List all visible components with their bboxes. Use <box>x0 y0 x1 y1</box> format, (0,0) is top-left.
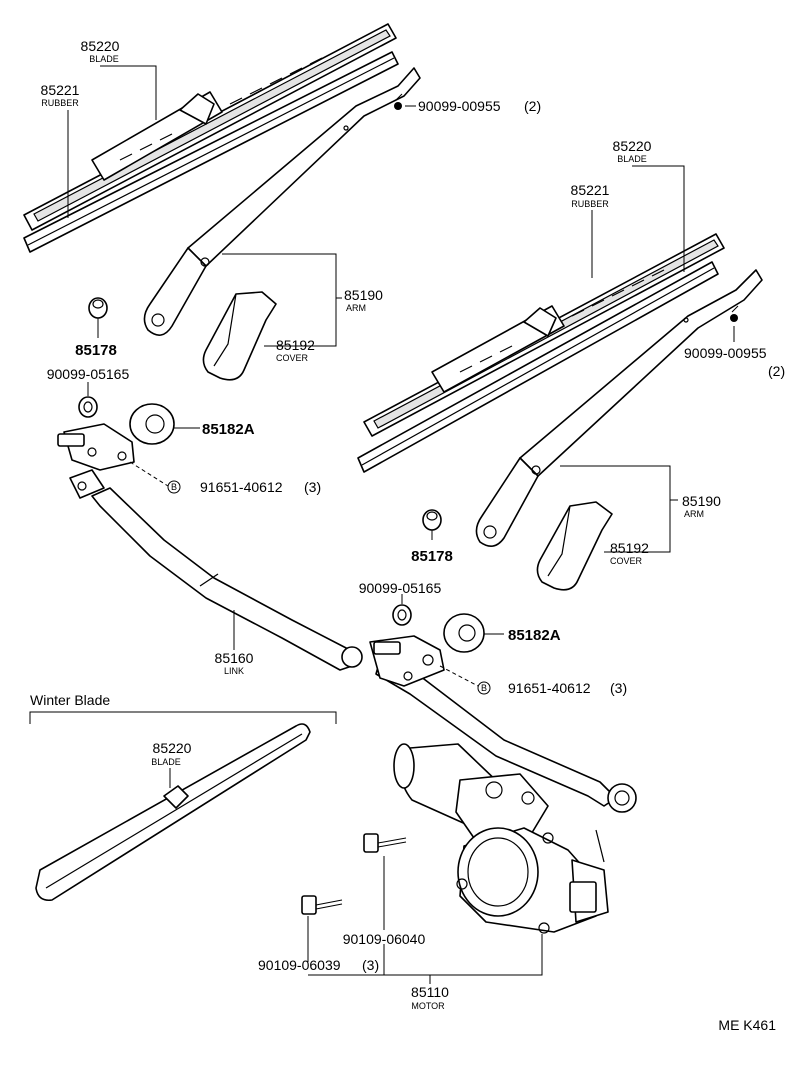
part-name: ARM <box>346 303 366 313</box>
part-number: 85190 <box>682 493 721 509</box>
left-arm-screw <box>394 93 403 110</box>
right-pivot <box>369 635 445 687</box>
label-bolt-left: B 91651-40612 (3) <box>167 479 321 495</box>
winter-blade-group <box>29 711 337 902</box>
label-bolt-right: B 91651-40612 (3) <box>477 680 627 696</box>
part-number: 85220 <box>81 38 120 54</box>
part-number: 85221 <box>41 82 80 98</box>
part-name: BLADE <box>89 54 119 64</box>
label-cover-left: 85192 COVER <box>276 337 315 363</box>
bolt-circle-letter: B <box>481 683 487 693</box>
leader-lines <box>67 65 735 984</box>
label-rubber-right: 85221 RUBBER <box>571 182 610 209</box>
part-number: 85220 <box>153 740 192 756</box>
part-number: 90109-06039 <box>258 957 341 973</box>
label-blade-right: 85220 BLADE <box>613 138 652 164</box>
part-quantity: (2) <box>524 98 541 114</box>
left-wiper-arm <box>143 67 421 336</box>
part-number: 91651-40612 <box>200 479 283 495</box>
part-quantity: (2) <box>768 363 785 379</box>
label-seal-left: 85182A <box>202 421 255 438</box>
part-number: 85192 <box>276 337 315 353</box>
part-quantity: (3) <box>362 957 379 973</box>
label-winter-blade: 85220 BLADE <box>151 740 191 767</box>
label-motor-bolt-b: 90109-06039 (3) <box>258 957 379 973</box>
link-end-bushing <box>607 783 637 813</box>
part-name: MOTOR <box>411 1001 445 1011</box>
label-seal-right: 85182A <box>508 627 561 644</box>
label-motor-bolt-a: 90109-06040 <box>343 931 426 947</box>
motor-bolt-a <box>363 833 407 853</box>
left-wiper-blade <box>23 23 397 231</box>
label-arm-right: 85190 ARM <box>682 493 721 519</box>
left-washer <box>78 396 98 418</box>
label-screw-right: 90099-00955 (2) <box>684 345 785 379</box>
part-name: COVER <box>610 556 643 566</box>
right-arm-nut <box>422 509 442 531</box>
left-arm-nut <box>88 297 108 319</box>
part-number: 85190 <box>344 287 383 303</box>
part-name: BLADE <box>617 154 647 164</box>
right-washer <box>392 604 412 626</box>
right-wiper-arm <box>475 269 763 547</box>
right-wiper-blade <box>363 233 725 437</box>
part-quantity: (3) <box>304 479 321 495</box>
part-number: 90099-00955 <box>684 345 767 361</box>
label-nut-right: 85178 <box>411 548 453 565</box>
part-name: COVER <box>276 353 309 363</box>
label-nut-left: 85178 <box>75 342 117 359</box>
right-arm-cover <box>536 501 613 591</box>
part-name: ARM <box>684 509 704 519</box>
left-pivot <box>57 423 135 499</box>
label-screw-left: 90099-00955 (2) <box>418 98 541 114</box>
part-number: 85110 <box>411 984 449 1000</box>
part-number: 85221 <box>571 182 610 198</box>
wiper-link-rod <box>91 487 617 807</box>
label-washer-right: 90099-05165 <box>359 580 442 596</box>
part-number: 91651-40612 <box>508 680 591 696</box>
label-motor: 85110 MOTOR <box>411 984 449 1011</box>
label-arm-left: 85190 ARM <box>344 287 383 313</box>
label-rubber-left: 85221 RUBBER <box>41 82 80 108</box>
motor-bolt-b <box>301 895 343 915</box>
part-number: 85220 <box>613 138 652 154</box>
label-cover-right: 85192 COVER <box>610 540 649 566</box>
part-name: RUBBER <box>41 98 79 108</box>
label-blade-left: 85220 BLADE <box>81 38 120 64</box>
drawing-code: ME K461 <box>718 1017 776 1033</box>
part-quantity: (3) <box>610 680 627 696</box>
bolt-circle-letter: B <box>171 482 177 492</box>
right-wiper-rubber <box>357 261 719 473</box>
part-number: 85192 <box>610 540 649 556</box>
part-name: RUBBER <box>571 199 609 209</box>
label-link: 85160 LINK <box>215 650 254 676</box>
left-seal <box>129 403 175 445</box>
winter-blade-title: Winter Blade <box>30 692 110 708</box>
right-arm-screw <box>730 305 739 322</box>
right-seal <box>443 613 485 653</box>
part-number: 90099-00955 <box>418 98 501 114</box>
part-name: BLADE <box>151 757 181 767</box>
label-washer-left: 90099-05165 <box>47 366 130 382</box>
part-name: LINK <box>224 666 244 676</box>
left-arm-cover <box>202 291 277 381</box>
part-number: 85160 <box>215 650 254 666</box>
wiper-motor <box>393 743 609 934</box>
left-wiper-rubber <box>23 51 399 253</box>
